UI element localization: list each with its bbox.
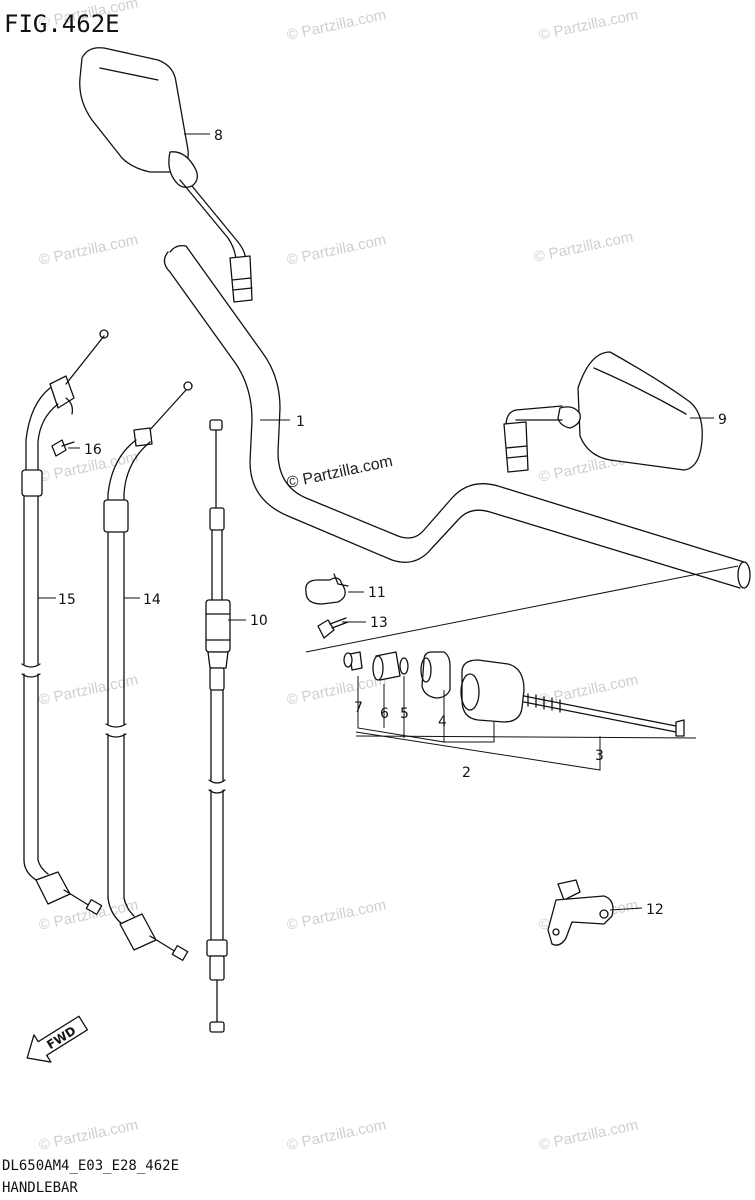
callout-15[interactable]: 15	[58, 592, 76, 608]
callout-2[interactable]: 2	[462, 765, 471, 781]
figure-title: FIG.462E	[4, 10, 120, 38]
watermark: © Partzilla.com	[37, 1116, 139, 1154]
callout-5[interactable]: 5	[400, 706, 409, 722]
watermark: © Partzilla.com	[285, 671, 387, 709]
watermark: © Partzilla.com	[537, 671, 639, 709]
left-mirror-part-8[interactable]	[79, 47, 253, 303]
damper-part-4[interactable]	[420, 651, 451, 699]
screw-part-3[interactable]	[523, 693, 685, 737]
callout-13[interactable]: 13	[370, 615, 388, 631]
callout-6[interactable]: 6	[380, 706, 389, 722]
figure-name: HANDLEBAR	[2, 1180, 78, 1196]
watermark: © Partzilla.com	[537, 6, 639, 44]
clamp-part-11[interactable]	[305, 573, 349, 605]
callout-16[interactable]: 16	[84, 442, 102, 458]
callouts: 1 2 3 4 5 6 7 8 9 10 11 12 13 14 15 16	[58, 128, 727, 918]
balancer-part-2[interactable]	[460, 659, 525, 723]
callout-14[interactable]: 14	[143, 592, 161, 608]
callout-4[interactable]: 4	[438, 714, 447, 730]
watermark: © Partzilla.com	[532, 228, 634, 266]
watermark: © Partzilla.com	[285, 896, 387, 934]
callout-11[interactable]: 11	[368, 585, 386, 601]
ring-part-5[interactable]	[399, 657, 409, 675]
spacer-part-6[interactable]	[372, 651, 401, 681]
watermark: © Partzilla.com	[37, 231, 139, 269]
watermark: © Partzilla.com	[285, 1116, 387, 1154]
fwd-arrow-badge: FWD	[26, 1015, 89, 1063]
leader-lines	[38, 133, 714, 911]
cable-part-14[interactable]	[103, 381, 193, 961]
callout-10[interactable]: 10	[250, 613, 268, 629]
callout-1[interactable]: 1	[296, 414, 305, 430]
bracket-part-12[interactable]	[547, 879, 614, 946]
bolt-part-13[interactable]	[317, 617, 349, 639]
cable-part-10[interactable]	[205, 419, 231, 1033]
callout-8[interactable]: 8	[214, 128, 223, 144]
handlebar-part-1[interactable]	[163, 244, 751, 589]
watermark-layer: © Partzilla.com © Partzilla.com © Partzi…	[37, 0, 639, 1154]
watermark: © Partzilla.com	[285, 6, 387, 44]
callout-12[interactable]: 12	[646, 902, 664, 918]
washer-part-7[interactable]	[343, 651, 363, 671]
bar-end-assembly	[305, 565, 739, 771]
watermark: © Partzilla.com	[537, 1116, 639, 1154]
callout-7[interactable]: 7	[354, 700, 363, 716]
right-mirror-part-9[interactable]	[503, 351, 703, 473]
watermark: © Partzilla.com	[285, 231, 387, 269]
screw-part-16[interactable]	[51, 439, 75, 457]
cable-part-15[interactable]	[21, 329, 109, 915]
callout-9[interactable]: 9	[718, 412, 727, 428]
figure-code: DL650AM4_E03_E28_462E	[2, 1158, 179, 1174]
callout-3[interactable]: 3	[595, 748, 604, 764]
watermark-center: © Partzilla.com	[285, 453, 394, 492]
